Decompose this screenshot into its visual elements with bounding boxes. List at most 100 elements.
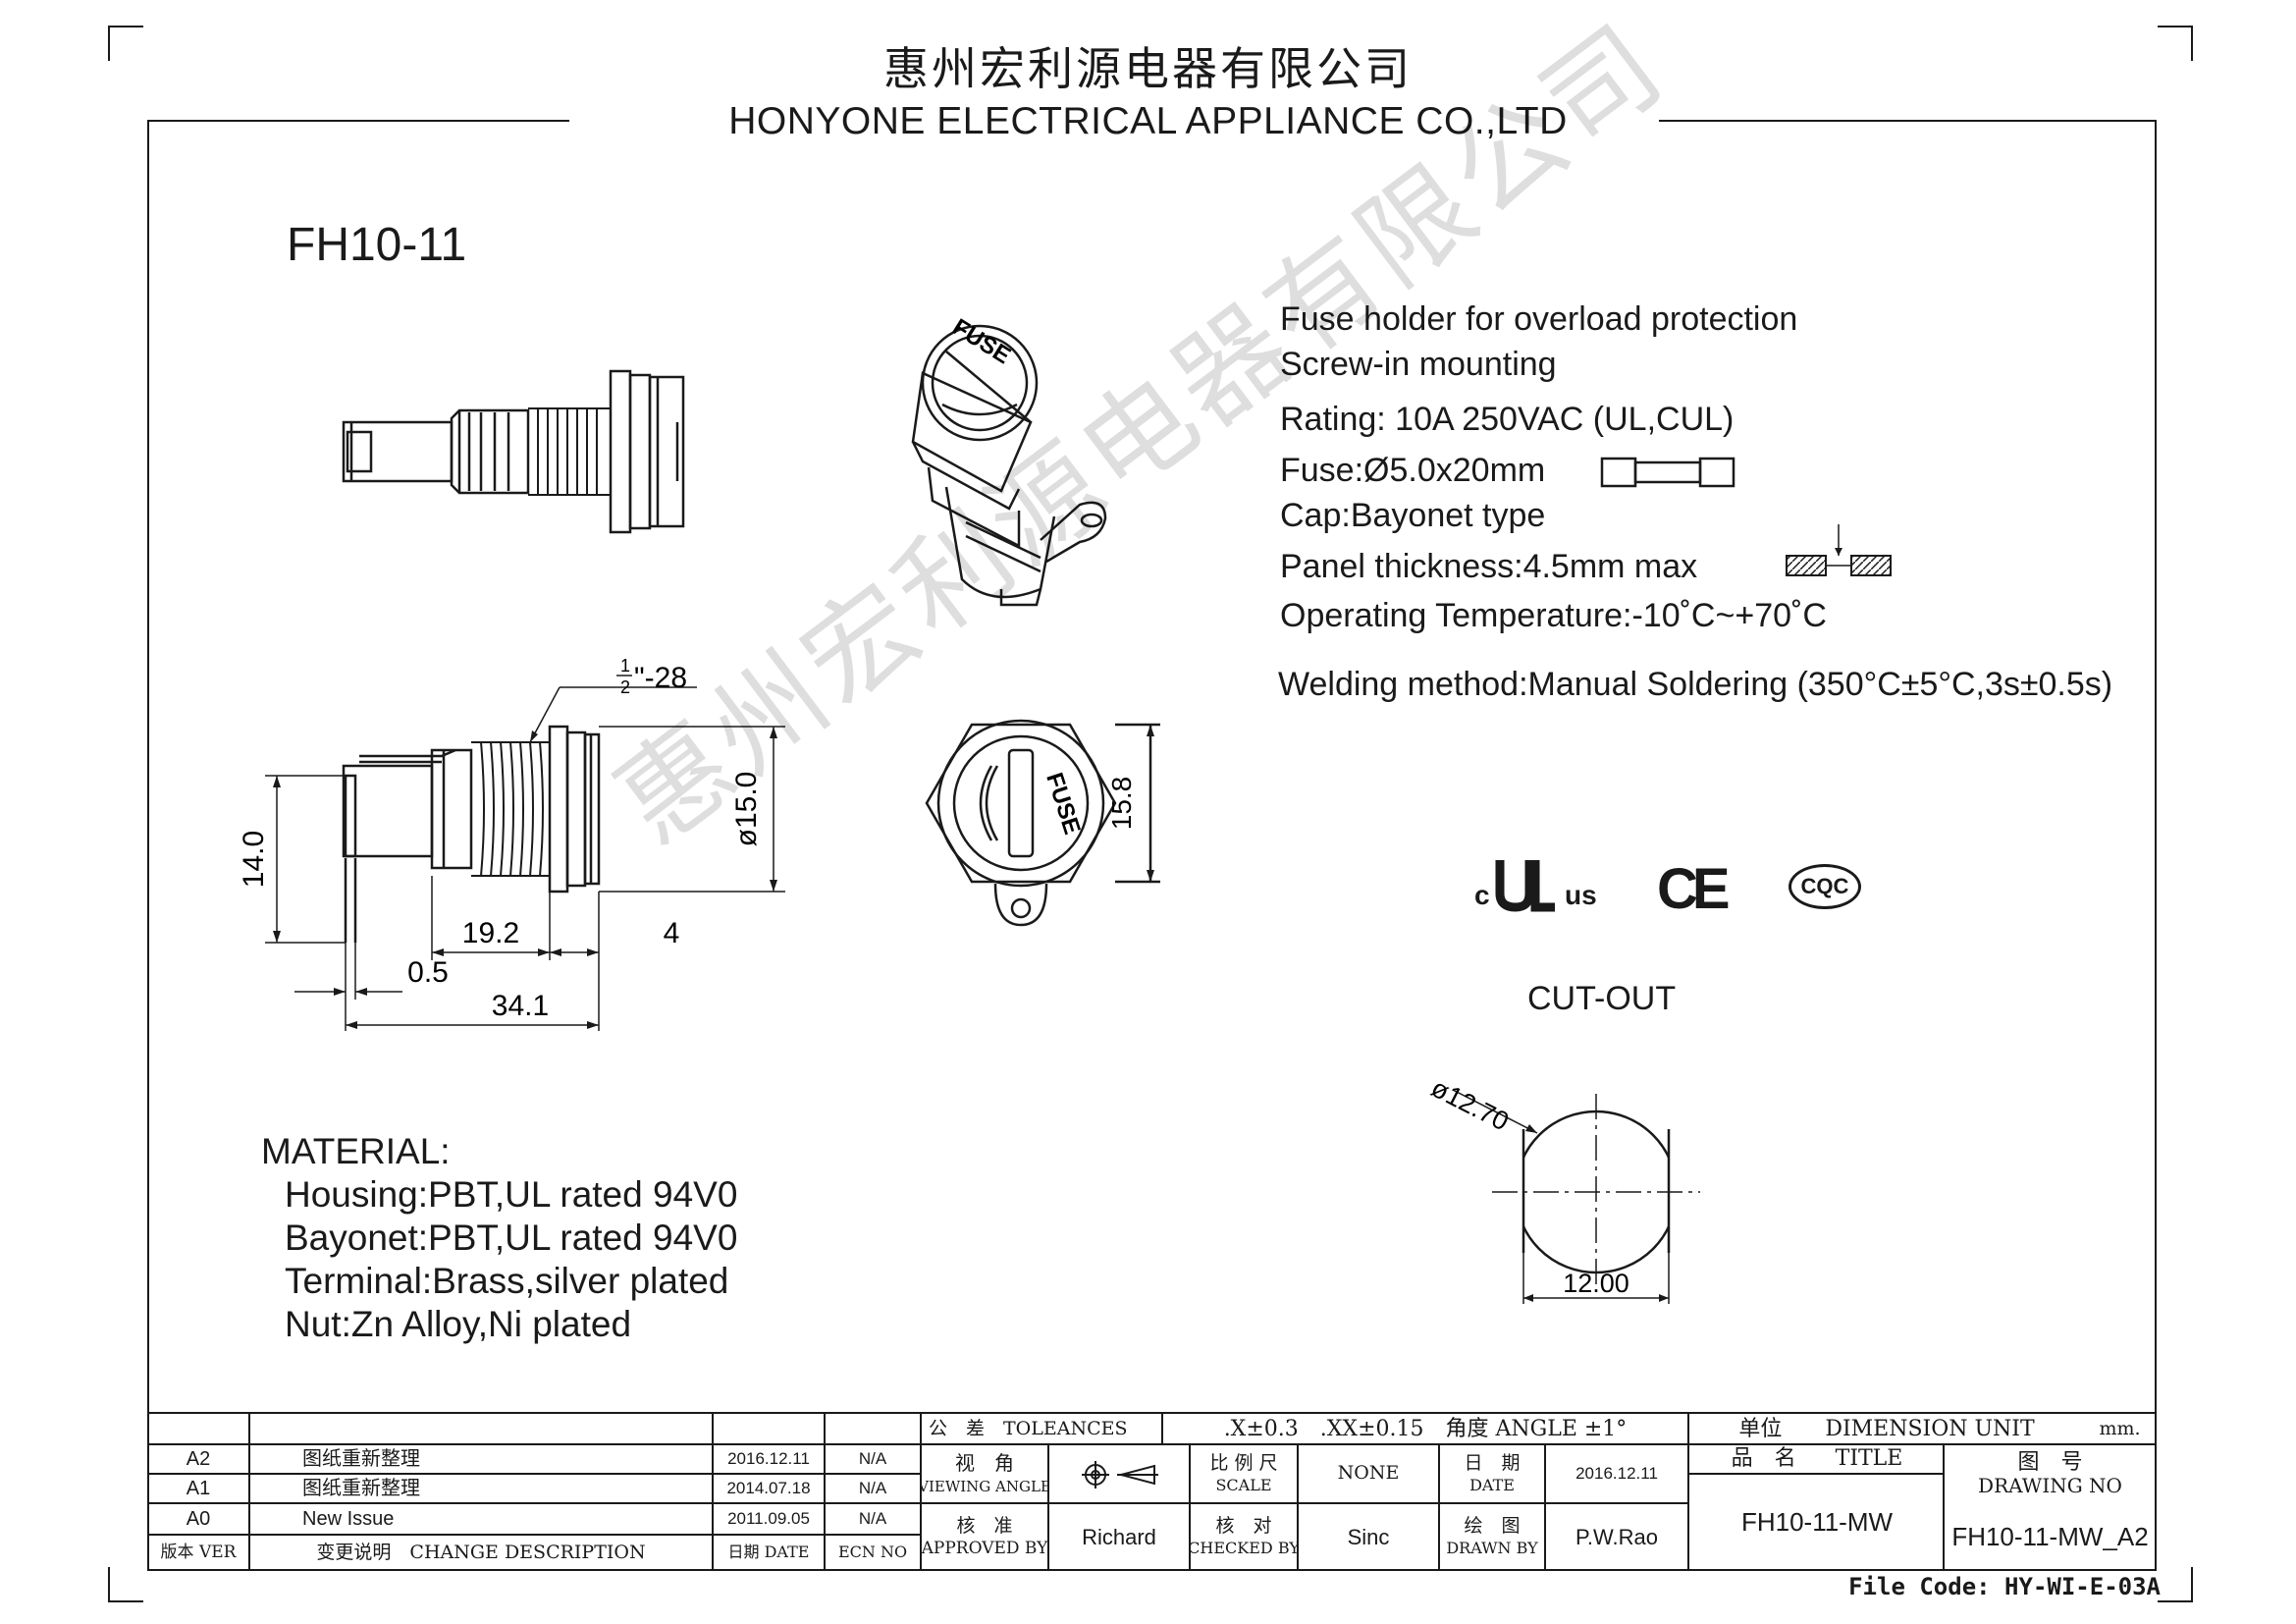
title-label: 品 名 TITLE (1690, 1444, 1944, 1474)
title-en: TITLE (1835, 1446, 1903, 1472)
scale-en: SCALE (1215, 1475, 1272, 1494)
cutout-diameter-label: ø12.70 (1426, 1073, 1514, 1137)
projection-symbol-icon (1082, 1461, 1158, 1489)
rev-ver-1: A1 (186, 1477, 211, 1499)
drawing-no-value: FH10-11-MW_A2 (1951, 1521, 2149, 1551)
rev-date-2: 2011.09.05 (727, 1509, 810, 1529)
cqc-mark: CQC (1789, 864, 1861, 909)
rev-header-date: 日期 DATE (727, 1543, 810, 1562)
ul-us-label: us (1565, 880, 1597, 910)
material-item-bayonet: Bayonet:PBT,UL rated 94V0 (285, 1218, 738, 1258)
rev-desc-1: 图纸重新整理 (302, 1477, 420, 1499)
material-heading: MATERIAL: (261, 1131, 451, 1171)
spec-line-2: Screw-in mounting (1280, 346, 1557, 383)
cqc-label: CQC (1800, 874, 1849, 898)
dim-total-label: 34.1 (492, 990, 549, 1022)
rev-desc-0: 图纸重新整理 (302, 1447, 420, 1470)
tolerance-value: .X±0.3 .XX±0.15 角度 ANGLE ±1° (1223, 1417, 1628, 1442)
company-name-en: HONYONE ELECTRICAL APPLIANCE CO.,LTD (728, 100, 1568, 142)
dim-gap-label: 0.5 (407, 956, 449, 989)
rev-ecn-2: N/A (858, 1509, 887, 1529)
rev-desc-2: New Issue (302, 1507, 395, 1530)
rev-header-desc: 变更说明 CHANGE DESCRIPTION (316, 1541, 646, 1563)
checked-value: Sinc (1347, 1524, 1390, 1549)
rev-ecn-0: N/A (858, 1449, 887, 1469)
ul-c-label: c (1474, 880, 1490, 910)
title-value: FH10-11-MW (1740, 1506, 1894, 1537)
scale-value: NONE (1337, 1462, 1400, 1485)
approved-label: 核 准 APPROVED BY (921, 1503, 1048, 1571)
drawing-no-cn: 图 号 (2017, 1449, 2083, 1475)
thread-fraction-den: 2 (620, 677, 630, 697)
drawing-no-label: 图 号 DRAWING NO (1944, 1444, 2157, 1503)
dim-body-label: 19.2 (462, 917, 519, 949)
checked-cn: 核 对 (1215, 1515, 1272, 1538)
cutout-flat-label: 12.00 (1563, 1269, 1629, 1298)
drawn-cn: 绘 图 (1464, 1515, 1521, 1538)
company-name-cn: 惠州宏利源电器有限公司 (883, 42, 1413, 95)
material-item-terminal: Terminal:Brass,silver plated (285, 1261, 729, 1301)
rev-ver-0: A2 (186, 1447, 211, 1470)
approved-value: Richard (1082, 1524, 1156, 1549)
isometric-view: FUSE (911, 314, 1107, 607)
side-view-top (342, 369, 685, 534)
tolerance-label: 公 差 TOLEANCES (929, 1418, 1128, 1440)
spec-line-6: Panel thickness:4.5mm max (1280, 548, 1698, 585)
dim-diameter-label: ø15.0 (730, 772, 763, 847)
unit-label: 单位 DIMENSION UNIT (1738, 1417, 2035, 1442)
corner-mark-tr (2158, 26, 2193, 61)
ul-logo-icon (1495, 860, 1555, 912)
model-number: FH10-11 (287, 219, 467, 271)
dim-nut-label: 4 (664, 917, 680, 949)
corner-mark-br (2158, 1567, 2193, 1602)
viewing-angle-label: 视 角 VIEWING ANGLE (921, 1444, 1048, 1503)
front-height-label: 15.8 (1106, 777, 1137, 831)
frame-title-gap (569, 114, 1659, 126)
date-en: DATE (1469, 1475, 1515, 1494)
approved-cn: 核 准 (956, 1514, 1013, 1537)
corner-mark-bl (108, 1567, 143, 1602)
panel-thickness-icon (1786, 524, 1892, 576)
viewing-angle-en: VIEWING ANGLE (921, 1477, 1048, 1495)
material-item-nut: Nut:Zn Alloy,Ni plated (285, 1304, 632, 1344)
spec-line-7: Operating Temperature:-10˚C~+70˚C (1280, 597, 1827, 634)
title-block-grid (147, 1412, 2157, 1571)
file-code: File Code: HY-WI-E-03A (1848, 1573, 2161, 1600)
title-block: 公 差 TOLEANCES .X±0.3 .XX±0.15 角度 ANGLE ±… (147, 1411, 2157, 1571)
spec-line-3: Rating: 10A 250VAC (UL,CUL) (1280, 401, 1735, 438)
material-item-housing: Housing:PBT,UL rated 94V0 (285, 1174, 738, 1215)
spec-line-5: Cap:Bayonet type (1280, 497, 1546, 534)
date-label: 日 期 DATE (1439, 1444, 1545, 1503)
drawn-value: P.W.Rao (1575, 1524, 1658, 1549)
corner-mark-tl (108, 26, 143, 61)
approved-en: APPROVED BY (921, 1538, 1048, 1558)
front-view: FUSE 15.8 (925, 719, 1160, 927)
date-cn: 日 期 (1464, 1451, 1521, 1474)
checked-en: CHECKED BY (1190, 1539, 1298, 1558)
dim-height-label: 14.0 (238, 831, 270, 888)
fuse-icon (1600, 457, 1735, 488)
drawn-label: 绘 图 DRAWN BY (1439, 1503, 1545, 1571)
spec-line-4: Fuse:Ø5.0x20mm (1280, 452, 1546, 489)
rev-date-0: 2016.12.11 (727, 1449, 810, 1469)
rev-ecn-1: N/A (858, 1479, 887, 1498)
rev-header-ver: 版本 VER (160, 1542, 237, 1562)
rev-ver-2: A0 (186, 1507, 211, 1530)
thread-spec-label: "-28 (634, 662, 687, 694)
title-cn: 品 名 (1731, 1446, 1796, 1472)
cutout-title: CUT-OUT (1527, 980, 1677, 1017)
drawn-en: DRAWN BY (1446, 1539, 1538, 1558)
drawing-no-en: DRAWING NO (1978, 1474, 2122, 1498)
unit-value: mm. (2099, 1418, 2141, 1440)
cutout-drawing: ø12.70 12.00 (1426, 1073, 1700, 1304)
ce-mark: CE (1657, 857, 1731, 921)
viewing-angle-cn: 视 角 (955, 1450, 1014, 1475)
ul-mark: c us (1474, 854, 1612, 913)
side-view-dimensioned: 1 2 "-28 ø15.0 14.0 19.2 4 0.5 34.1 (238, 656, 785, 1031)
spec-line-1: Fuse holder for overload protection (1280, 300, 1798, 338)
checked-label: 核 对 CHECKED BY (1190, 1503, 1298, 1571)
rev-header-ecn: ECN NO (837, 1543, 908, 1562)
scale-cn: 比 例 尺 (1209, 1451, 1278, 1474)
front-cap-label: FUSE (1041, 770, 1085, 838)
date-value: 2016.12.11 (1575, 1464, 1658, 1484)
